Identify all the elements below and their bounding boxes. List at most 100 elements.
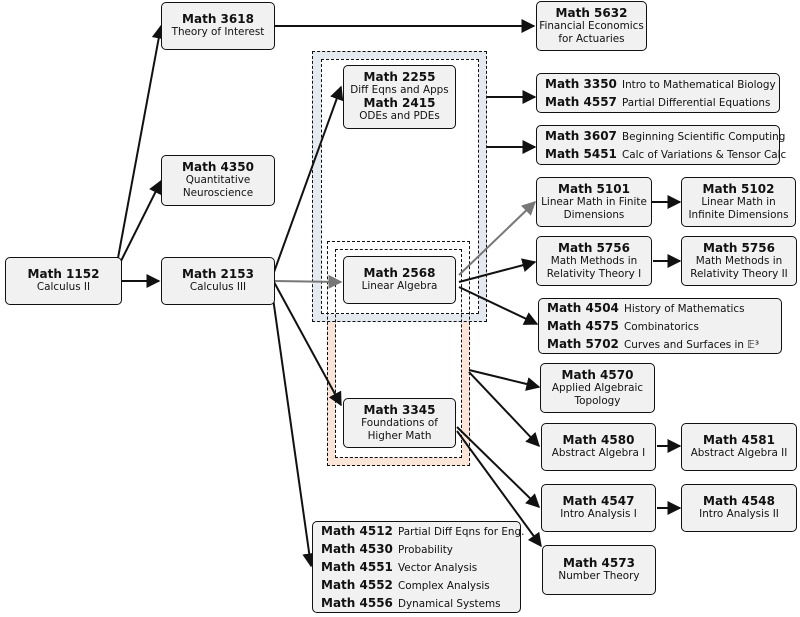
course-math-4570: Math 4570 Applied Algebraic Topology [540,363,655,413]
course-title: Intro to Mathematical Biology [622,79,776,91]
course-entry: Math 4504 History of Mathematics [547,299,745,317]
course-title: Linear Algebra [361,280,438,292]
course-title: Complex Analysis [398,580,490,592]
course-math-3345: Math 3345 Foundations of Higher Math [343,398,456,448]
course-code: Math 1152 [27,267,100,281]
course-code: Math 3345 [363,402,436,417]
course-title-line-1: Linear Math in Finite [541,195,647,208]
course-code: Math 5451 [545,147,617,161]
course-code: Math 4547 [562,494,635,508]
course-code: Math 5101 [558,181,630,196]
course-code: Math 2255 [363,70,436,84]
course-title: ODEs and PDEs [359,110,440,122]
course-math-5102: Math 5102 Linear Math in Infinite Dimens… [681,177,796,227]
course-math-4547: Math 4547 Intro Analysis I [541,484,656,532]
course-code: Math 4580 [562,433,635,447]
course-code: Math 4512 [321,524,393,538]
course-code: Math 4573 [563,556,635,570]
course-code: Math 4551 [321,560,393,574]
course-title-line-1: Foundations of [361,416,438,429]
course-list-3350-4557: Math 3350 Intro to Mathematical Biology … [536,73,780,113]
course-title-line-1: Linear Math in [701,195,776,208]
course-title-line-1: Math Methods in [550,254,638,267]
course-title: Calculus II [36,281,91,293]
course-entry: Math 4512 Partial Diff Eqns for Eng. [321,522,524,540]
course-entry: Math 4556 Dynamical Systems [321,594,501,612]
course-title-line-1: Math Methods in [695,254,783,267]
course-entry: Math 4557 Partial Differential Equations [545,93,770,111]
course-title-line-2: Neuroscience [182,187,254,199]
course-title: Probability [398,544,453,556]
course-code: Math 4557 [545,95,617,109]
course-entry: Math 4530 Probability [321,540,453,558]
course-title-line-2: Relativity Theory I [546,267,642,280]
course-code: Math 2415 [363,96,436,110]
course-math-5756-ii: Math 5756 Math Methods in Relativity The… [681,236,797,286]
course-entry: Math 4552 Complex Analysis [321,576,490,594]
course-entry: Math 5702 Curves and Surfaces in 𝔼³ [547,335,759,353]
course-code: Math 4581 [703,433,775,447]
course-math-4581: Math 4581 Abstract Algebra II [681,423,797,471]
course-code: Math 5756 [558,240,630,255]
course-title-line-2: for Actuaries [558,32,625,45]
course-list-3607-5451: Math 3607 Beginning Scientific Computing… [536,125,786,165]
course-code: Math 4530 [321,542,393,556]
course-title: Beginning Scientific Computing [622,131,786,143]
course-math-1152: Math 1152 Calculus II [5,257,122,305]
course-entry: Math 4575 Combinatorics [547,317,699,335]
course-title-line-1: Applied Algebraic [551,381,644,394]
arrow-2153-to-4512 [271,290,317,568]
course-title: Abstract Algebra I [551,447,646,459]
course-entry: Math 3350 Intro to Mathematical Biology [545,75,776,93]
course-entry: Math 4551 Vector Analysis [321,558,477,576]
course-title-line-1: Financial Economics [539,19,644,32]
course-title: Dynamical Systems [398,598,501,610]
arrow-3345-to-4580 [468,371,540,448]
arrow-1152-to-4350 [119,179,162,264]
arrow-1152-to-3618 [117,24,166,259]
course-entry: Math 5451 Calc of Variations & Tensor Ca… [545,145,786,163]
course-title-line-1: Quantitative [185,174,251,186]
course-math-5632: Math 5632 Financial Economics for Actuar… [536,1,647,51]
course-title: Partial Diff Eqns for Eng. [398,526,525,538]
course-code: Math 5702 [547,337,619,351]
course-math-5756-i: Math 5756 Math Methods in Relativity The… [536,236,652,286]
course-code: Math 2568 [363,266,436,280]
course-title: Diff Eqns and Apps [350,84,449,96]
course-code: Math 4504 [547,301,619,315]
course-title: Calculus III [189,281,247,293]
course-code: Math 5756 [703,240,775,255]
course-title: Partial Differential Equations [622,97,771,109]
course-code: Math 2153 [182,267,254,281]
course-math-4350: Math 4350 Quantitative Neuroscience [161,155,275,206]
course-entry: Math 3607 Beginning Scientific Computing [545,127,785,145]
course-title: Intro Analysis I [560,508,637,520]
course-title-line-2: Topology [574,394,621,407]
course-title: Vector Analysis [398,562,478,574]
course-math-4580: Math 4580 Abstract Algebra I [541,423,656,471]
course-code: Math 3618 [182,12,254,26]
course-title-line-2: Infinite Dimensions [688,208,789,221]
course-code: Math 4570 [561,367,634,382]
course-title: Combinatorics [624,321,699,333]
course-math-2255-2415: Math 2255 Diff Eqns and Apps Math 2415 O… [343,65,456,129]
course-math-2568: Math 2568 Linear Algebra [343,256,456,304]
course-math-2153: Math 2153 Calculus III [161,257,275,305]
course-title-line-2: Relativity Theory II [690,267,788,280]
course-code: Math 5632 [555,5,628,20]
course-code: Math 5102 [702,181,775,196]
course-math-4548: Math 4548 Intro Analysis II [681,484,797,532]
course-code: Math 3350 [545,77,617,91]
course-math-3618: Math 3618 Theory of Interest [161,2,275,50]
course-title: Theory of Interest [171,26,265,38]
course-code: Math 3607 [545,129,617,143]
course-title: History of Mathematics [624,303,745,315]
course-math-4573: Math 4573 Number Theory [542,545,656,595]
course-code: Math 4350 [182,160,254,174]
course-title: Curves and Surfaces in 𝔼³ [624,339,760,351]
course-code: Math 4575 [547,319,619,333]
course-title: Calc of Variations & Tensor Calc [622,149,787,161]
course-title-line-2: Higher Math [367,429,432,442]
course-title: Abstract Algebra II [690,447,788,459]
course-math-5101: Math 5101 Linear Math in Finite Dimensio… [536,177,652,227]
